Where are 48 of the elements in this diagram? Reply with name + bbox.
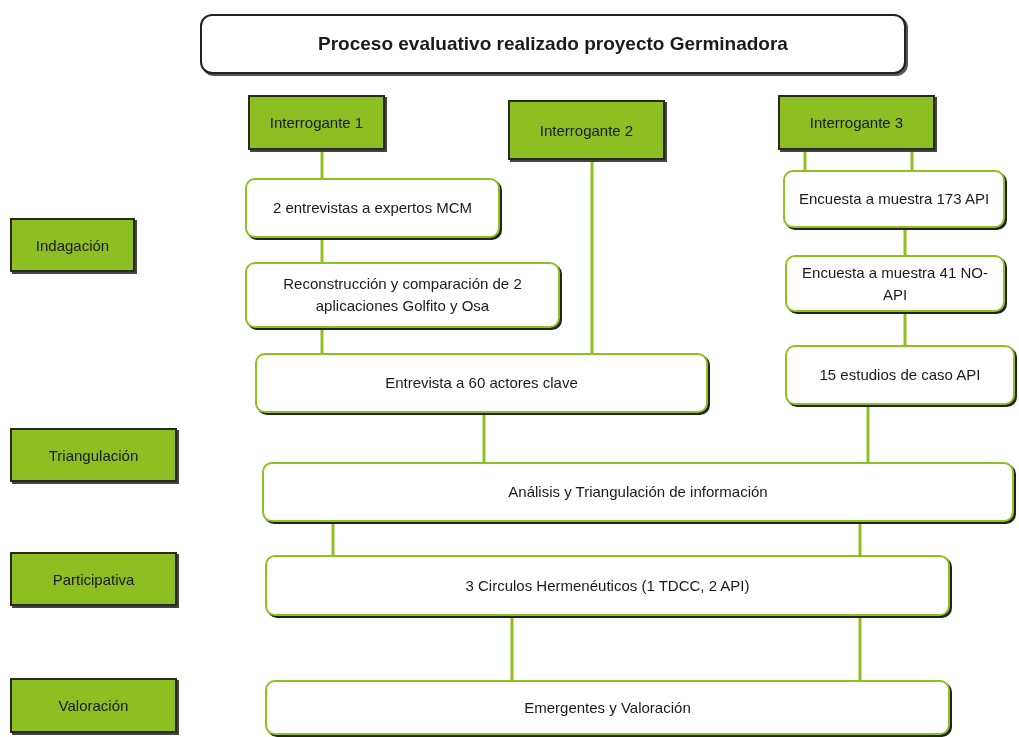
connector-line xyxy=(320,328,324,353)
stage-label-box xyxy=(508,100,665,160)
connector-line xyxy=(903,228,907,255)
stage-label-box xyxy=(778,95,935,150)
box-text: Análisis y Triangulación de información xyxy=(508,482,768,503)
connector-line xyxy=(866,405,870,462)
box-text: Reconstrucción y comparación de 2 aplicaciones Golfito y Osa xyxy=(282,274,523,316)
box-text: Emergentes y Valoración xyxy=(524,697,691,718)
connector-line xyxy=(910,150,914,170)
process-box xyxy=(783,170,1005,228)
process-box xyxy=(245,178,500,238)
connector-line xyxy=(803,150,807,170)
box-text: 15 estudios de caso API xyxy=(819,365,981,386)
stage-label-box xyxy=(10,428,177,482)
title-box xyxy=(200,14,906,74)
process-box xyxy=(255,353,708,413)
connector-line xyxy=(320,150,324,178)
box-text: 3 Circulos Hermenéuticos (1 TDCC, 2 API) xyxy=(465,575,750,596)
process-box xyxy=(265,555,950,616)
box-text: Entrevista a 60 actores clave xyxy=(385,373,578,394)
connector-line xyxy=(590,160,594,353)
box-text: 2 entrevistas a expertos MCM xyxy=(272,198,473,219)
stage-label-box xyxy=(10,678,177,733)
connector-line xyxy=(903,312,907,345)
box-text: Triangulación xyxy=(48,446,139,464)
box-text: Interrogante 1 xyxy=(269,114,364,131)
connector-line xyxy=(858,616,862,680)
connector-line xyxy=(482,413,486,462)
connector-line xyxy=(320,238,324,262)
box-text: Interrogante 3 xyxy=(809,114,904,131)
process-box xyxy=(265,680,950,735)
box-text: Encuesta a muestra 173 API xyxy=(798,189,990,210)
connector-line xyxy=(858,522,862,555)
box-text: Valoración xyxy=(58,697,129,714)
box-text: Indagación xyxy=(35,236,110,254)
stage-label-box xyxy=(248,95,385,150)
stage-label-box xyxy=(10,218,135,272)
box-text: Proceso evaluativo realizado proyecto Germinadora xyxy=(318,33,788,55)
process-box xyxy=(245,262,560,328)
connector-line xyxy=(510,616,514,680)
box-text: Participativa xyxy=(52,570,135,588)
process-box xyxy=(785,345,1015,405)
connector-line xyxy=(331,522,335,555)
box-text: Encuesta a muestra 41 NO-API xyxy=(801,262,989,305)
process-box xyxy=(785,255,1005,312)
box-text: Interrogante 2 xyxy=(539,121,634,139)
process-box xyxy=(262,462,1014,522)
stage-label-box xyxy=(10,552,177,606)
